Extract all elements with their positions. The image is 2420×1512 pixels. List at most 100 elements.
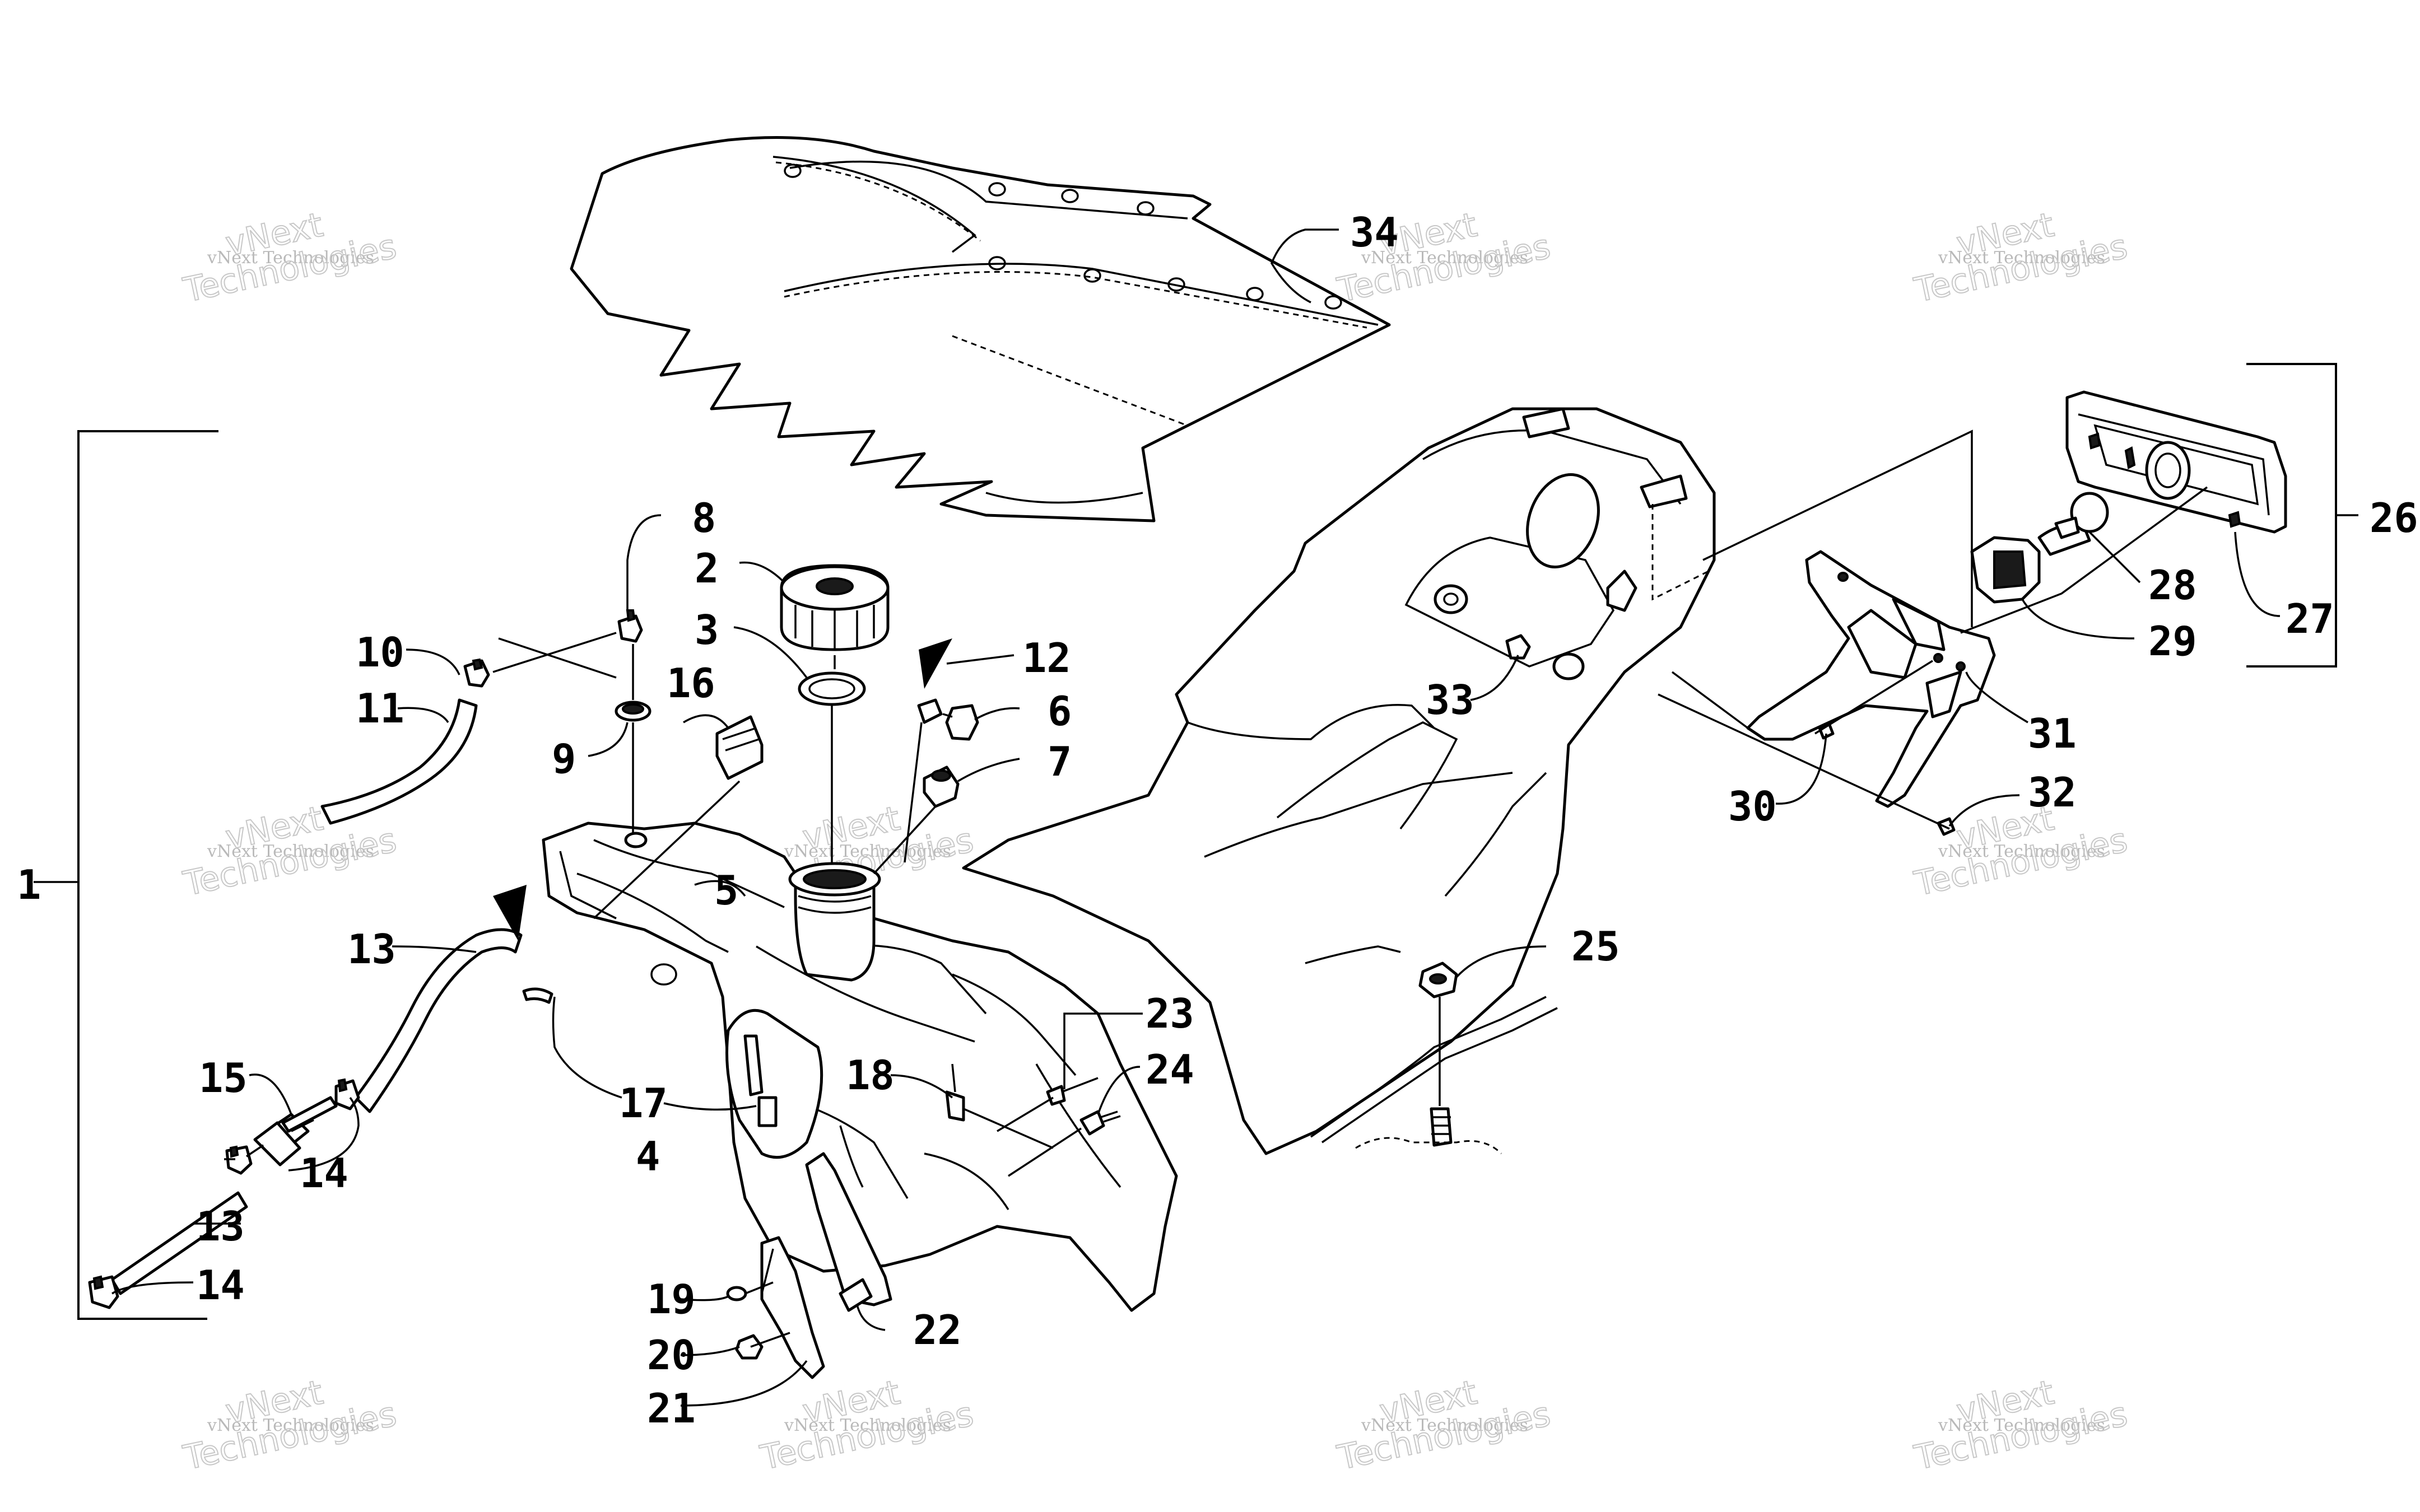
seat-grommet <box>1505 634 1531 660</box>
watermark-text-small: vNext Technologies <box>207 842 374 861</box>
callout-30: 30 <box>1728 783 1777 830</box>
watermark: vNext Technologies Technologies vNext <box>756 1373 978 1478</box>
seat-base-cutout <box>1526 473 1600 568</box>
seat-nut <box>1418 962 1458 998</box>
hose-clamp <box>463 658 490 688</box>
callout-3: 3 <box>695 606 719 654</box>
tank-bracket <box>805 1152 892 1312</box>
seat-snap-hole <box>1246 287 1264 301</box>
arrow-marker <box>493 885 527 941</box>
vent-grommet <box>615 701 651 722</box>
hose-clamp <box>225 1145 253 1175</box>
seat-stud <box>1355 1107 1502 1155</box>
tank-vent-hole <box>650 963 677 986</box>
taillight-bracket <box>1746 550 1996 808</box>
callout-20: 20 <box>647 1332 696 1379</box>
watermark: vNext Technologies Technologies vNext <box>1333 1373 1555 1478</box>
callout-24: 24 <box>1146 1046 1194 1093</box>
seat-snap-hole <box>988 182 1006 197</box>
cap-gasket <box>798 671 866 706</box>
callout-8: 8 <box>692 494 716 542</box>
watermark-text-small: vNext Technologies <box>1938 248 2105 268</box>
callout-4: 4 <box>636 1133 660 1180</box>
vent-hose <box>320 698 478 825</box>
watermark-text-small: vNext Technologies <box>784 842 951 861</box>
watermark-text-small: vNext Technologies <box>784 1416 951 1435</box>
callout-23: 23 <box>1146 990 1194 1037</box>
callout-22: 22 <box>913 1306 962 1354</box>
callout-19: 19 <box>647 1276 696 1323</box>
taillight-socket <box>2145 441 2191 500</box>
callout-9: 9 <box>552 735 576 782</box>
callout-14: 14 <box>300 1150 348 1197</box>
watermark-text-small: vNext Technologies <box>1361 248 1528 268</box>
callout-28: 28 <box>2148 562 2197 609</box>
seat-base-hole <box>1552 652 1585 680</box>
seat-snap-hole <box>1061 189 1079 203</box>
tank-grommet-hole <box>624 832 648 848</box>
watermark: vNext Technologies Technologies vNext <box>1910 205 2132 311</box>
seat-snap-hole <box>1324 295 1342 310</box>
callout-15: 15 <box>199 1054 248 1102</box>
callout-12: 12 <box>1022 634 1071 682</box>
callout-7: 7 <box>1048 738 1072 785</box>
fuel-hose <box>354 928 523 1113</box>
locknut <box>735 1334 764 1360</box>
callout-29: 29 <box>2148 618 2197 665</box>
watermark: vNext Technologies Technologies vNext <box>1910 799 2132 904</box>
callout-13: 13 <box>347 926 396 973</box>
watermark-text-small: vNext Technologies <box>1938 842 2105 861</box>
washer <box>726 1286 747 1301</box>
callout-11: 11 <box>356 685 404 732</box>
callout-6: 6 <box>1048 688 1072 735</box>
fuel-tank <box>542 822 1178 1312</box>
explode-lines <box>246 430 2208 1348</box>
callout-1: 1 <box>17 861 41 908</box>
watermark-text-small: vNext Technologies <box>207 248 374 268</box>
watermark-text-small: vNext Technologies <box>1361 1416 1528 1435</box>
callout-27: 27 <box>2286 595 2334 642</box>
fuel-pickup-fitting <box>757 1096 778 1127</box>
callouts: 1 2 3 4 5 6 7 8 9 10 11 12 13 13 14 14 1… <box>17 209 2418 1432</box>
seat-base <box>962 407 1716 1155</box>
bracket-cutout <box>1847 609 1918 679</box>
callout-18: 18 <box>846 1052 895 1099</box>
rollover-valve <box>923 766 960 808</box>
hose-clamp <box>88 1275 119 1309</box>
callout-33: 33 <box>1426 676 1474 724</box>
watermark: vNext Technologies Technologies vNext <box>179 799 401 904</box>
vent-fitting <box>917 698 979 741</box>
bracket-cutout <box>1892 598 1946 651</box>
seat-base-latch-slot <box>1640 474 1688 508</box>
callout-2: 2 <box>695 545 719 592</box>
watermark: vNext Technologies Technologies vNext <box>179 205 401 311</box>
leader-lines <box>111 228 2281 1407</box>
watermark: vNext Technologies Technologies vNext <box>179 1373 401 1478</box>
taillight-housing <box>2065 390 2287 534</box>
callout-25: 25 <box>1571 923 1620 970</box>
callout-14-lower: 14 <box>196 1262 245 1309</box>
seat-snap-hole <box>988 256 1006 270</box>
callout-26: 26 <box>2370 494 2418 542</box>
seat-base-hole <box>1434 584 1468 614</box>
callout-5: 5 <box>714 867 738 914</box>
watermark-text-small: vNext Technologies <box>207 1416 374 1435</box>
bracket-cutout <box>1925 670 1962 718</box>
seat-cover <box>570 136 1391 522</box>
seat-snap-hole <box>784 164 802 178</box>
bracket-screw <box>1818 722 1835 740</box>
retaining-plate <box>760 1236 825 1379</box>
callout-10: 10 <box>356 629 404 676</box>
assembly-bracket-1 <box>77 430 218 1320</box>
callout-32: 32 <box>2028 769 2077 816</box>
fuel-pickup-tube <box>743 1034 764 1096</box>
callout-16: 16 <box>667 660 715 707</box>
mounting-screw <box>945 1063 965 1122</box>
watermark-text-small: vNext Technologies <box>1938 1416 2105 1435</box>
vent-hose-clamp <box>617 609 643 643</box>
watermark: vNext Technologies Technologies vNext <box>1910 1373 2132 1478</box>
taillight-bulb <box>2037 492 2109 556</box>
mounting-bolt <box>1079 1110 1121 1136</box>
arrow-marker <box>919 638 952 689</box>
